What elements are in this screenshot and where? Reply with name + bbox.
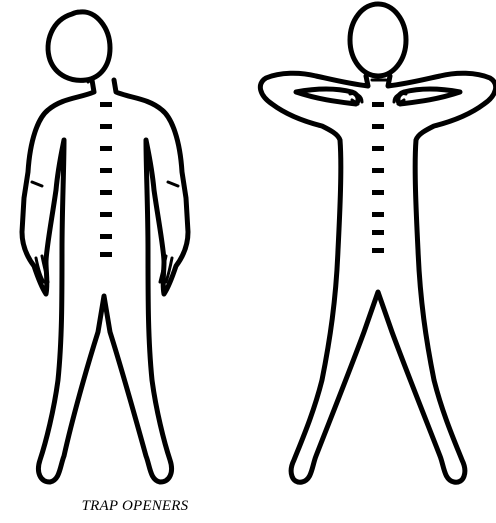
figure-1-spine bbox=[100, 102, 112, 257]
figure-1-right-elbow-mark bbox=[168, 182, 178, 186]
spine-mark bbox=[372, 248, 384, 253]
spine-mark bbox=[100, 252, 112, 257]
spine-mark bbox=[372, 168, 384, 173]
spine-mark bbox=[100, 146, 112, 151]
figure-1-head bbox=[48, 12, 110, 81]
spine-mark bbox=[100, 212, 112, 217]
spine-mark bbox=[372, 146, 384, 151]
spine-mark bbox=[372, 212, 384, 217]
spine-mark bbox=[100, 102, 112, 107]
spine-mark bbox=[100, 168, 112, 173]
spine-mark bbox=[372, 124, 384, 129]
figure-1-left-elbow-mark bbox=[32, 182, 42, 186]
figure-2-left-forearm bbox=[296, 89, 358, 104]
figure-hands-behind-neck bbox=[260, 4, 495, 482]
spine-mark bbox=[372, 190, 384, 195]
spine-mark bbox=[100, 234, 112, 239]
spine-mark bbox=[372, 230, 384, 235]
spine-mark bbox=[100, 124, 112, 129]
figure-2-right-forearm bbox=[398, 89, 460, 104]
figure-2-head bbox=[350, 4, 406, 76]
figure-2-body bbox=[260, 73, 495, 482]
figure-arms-at-sides bbox=[22, 12, 188, 482]
figure-caption: TRAP OPENERS bbox=[0, 498, 270, 515]
spine-mark bbox=[100, 190, 112, 195]
figure-2-spine bbox=[372, 102, 384, 253]
spine-mark bbox=[372, 102, 384, 107]
